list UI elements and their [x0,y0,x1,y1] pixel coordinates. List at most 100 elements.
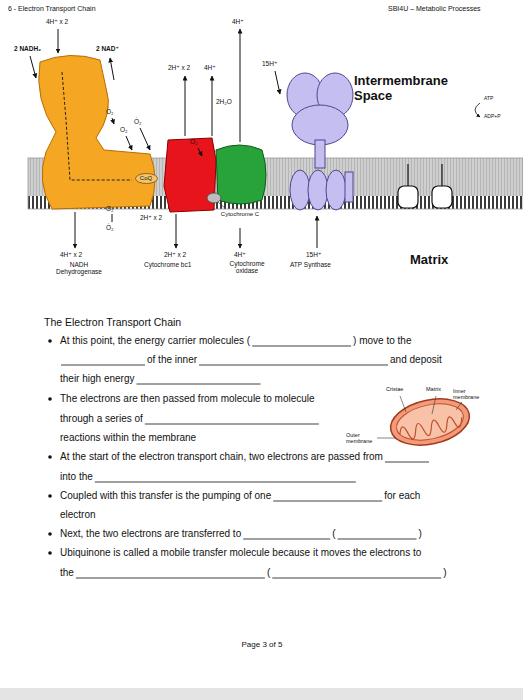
diagram-label: Ȯ₂ [134,118,142,125]
answer-blank [243,539,330,540]
worksheet-text: ) move to the [353,335,411,347]
worksheet-text: The electrons are then passed from molec… [60,393,315,405]
diagram-label: O₂ [190,138,198,145]
answer-blank [145,424,319,425]
atp-arrow [475,103,480,117]
proton-arrow [126,136,132,150]
diagram-label: 2H⁺ x 2 [164,251,186,258]
worksheet-text: At the start of the electron transport c… [60,451,383,463]
diagram-label: NADH Dehydrogenase [50,261,108,276]
diagram-label: Intermembrane Space [354,74,464,104]
proton-arrow [185,76,186,136]
diagram-label: 15H⁺ [262,60,277,67]
bullet [48,532,52,536]
diagram-label: O₂ [120,126,128,133]
answer-blank [61,365,145,366]
answer-blank [273,501,382,502]
diagram-label: ATP Synthase [290,261,331,268]
proton-arrow [30,29,317,248]
coenzyme-oval: CoQ [135,173,158,184]
answer-blank [95,482,356,483]
proton-arrow [112,118,114,124]
cytochrome-oxidase [216,145,266,204]
mitochondrion [393,398,467,445]
proton-arrow [275,71,280,94]
answer-blank [137,384,261,385]
worksheet-text: for each [384,490,420,502]
proton-arrow [58,29,59,53]
cytochrome-oxidase [216,145,266,204]
answer-blank [252,346,351,347]
proton-arrow [317,216,318,248]
atp-synthase [292,105,348,145]
diagram-label: Matrix [410,253,448,268]
atp-synthase [287,73,353,210]
worksheet-text: the [60,567,74,579]
bullet [48,494,52,498]
page-header: Page 3 of 5 [242,640,283,649]
diagram-label: 4H⁺ x 2 [60,251,82,258]
node-label: CoQ [135,175,158,182]
worksheet-text: ) [443,567,446,579]
diagram-label: ATP [484,96,493,102]
worksheet-text: through a series of [60,413,143,425]
diagram-label: Ȯ₂ [106,224,114,231]
cytochrome-c [218,202,226,209]
proton-arrow [112,214,113,222]
diagram-label: 4H⁺ [204,64,216,71]
worksheet-text: their high energy [60,373,135,385]
mitochondrion [386,392,473,452]
worksheet-text: reactions within the membrane [60,432,196,444]
atp-synthase [315,140,325,168]
proton-arrow [30,56,36,78]
proton-arrow [240,29,241,142]
proton-arrow [198,148,202,156]
proton-arrow [176,214,177,248]
atp-synthase [308,170,328,210]
worksheet-text: ( [332,528,335,540]
atp-synthase [326,170,346,210]
diagram-label: Outer membrane [346,432,376,445]
diagram-label: 4H⁺ x 2 [46,18,68,25]
diagram-label: ADP+P [484,114,501,120]
diagram-label: Cristae [386,386,403,392]
proton-arrow [140,128,150,150]
bullet [48,551,52,555]
answer-blank [76,578,265,579]
mitochondrion [456,402,462,410]
mitochondrion [400,396,406,412]
diagram-label: Cytochrome oxidase [226,260,268,275]
proton-arrow [240,228,241,248]
mitochondrion [377,438,396,439]
answer-blank [272,578,441,579]
worksheet-text: Ubiquinone is called a mobile transfer m… [60,547,421,559]
transport-protein [432,186,452,208]
worksheet-text: electron [60,509,96,521]
bullet [48,339,52,555]
mitochondrion [377,392,474,452]
proton-arrow [212,76,213,136]
proton-arrow [75,212,76,248]
section-heading: The Electron Transport Chain [44,316,181,328]
diagram-label: 4H⁺ [232,18,244,25]
cytochrome-c [207,193,226,209]
diagram-label: Cytochrome bc1 [144,261,191,268]
transport-protein [398,186,418,208]
diagram-label: 15H⁺ [306,251,321,258]
page-header: 6 - Electron Transport Chain [8,5,96,13]
diagram-label: Inner membrane [453,388,483,401]
worksheet-text: of the inner [147,354,197,366]
bullet [48,339,52,343]
page-header: SBI4U – Metabolic Processes [388,5,481,13]
nadh-dehydrogenase [62,72,132,180]
worksheet-text: At this point, the energy carrier molecu… [60,335,250,347]
worksheet-text: Coupled with this transfer is the pumpin… [60,490,271,502]
proton-arrow [110,58,114,80]
worksheet-text: ) [419,528,422,540]
diagram-label: Matrix [426,386,441,392]
page-edge [0,688,523,700]
diagram-label: Cytochrome C [218,211,262,218]
worksheet-text: Next, the two electrons are transferred … [60,528,241,540]
